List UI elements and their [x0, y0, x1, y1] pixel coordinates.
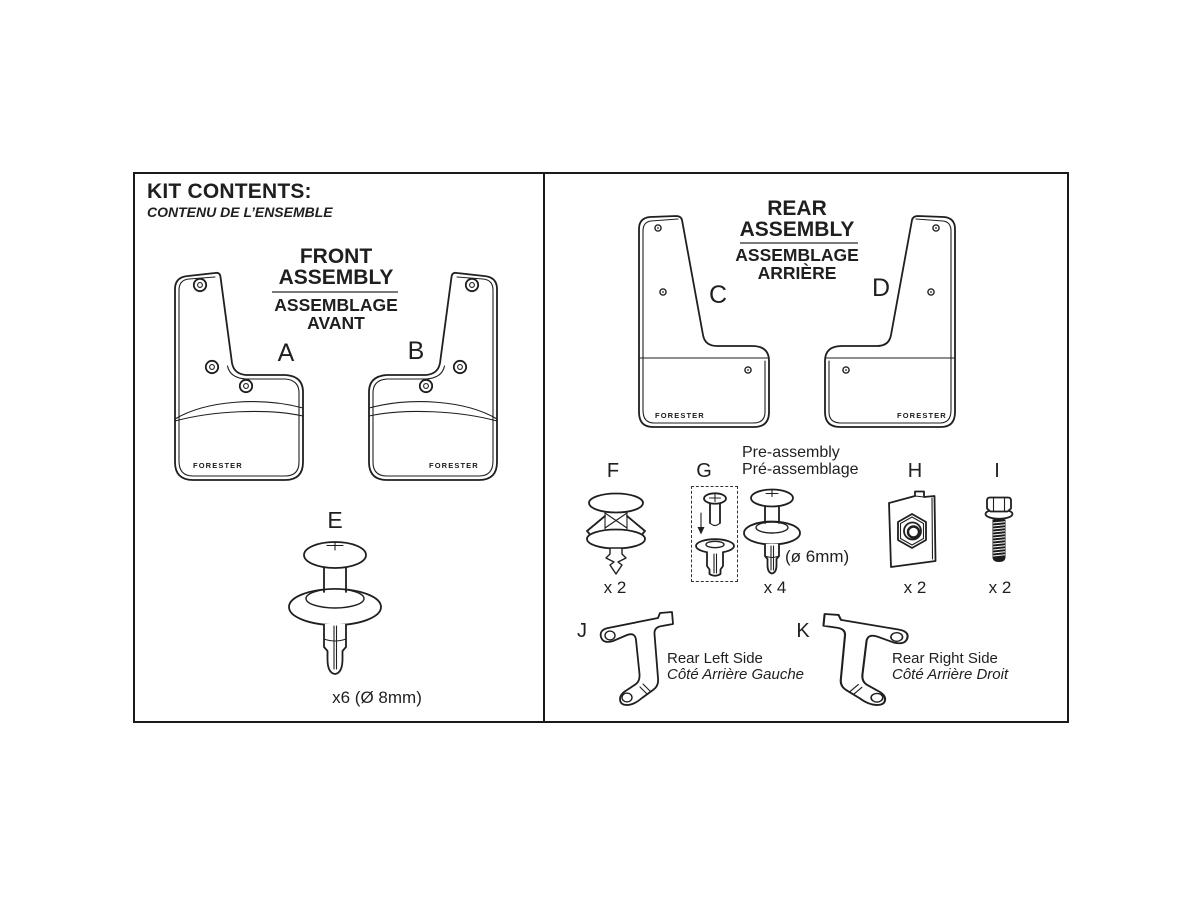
brand-logo: FORESTER — [429, 461, 479, 470]
content-frame — [133, 172, 1069, 723]
preassembly-note-fr: Pré-assemblage — [742, 461, 859, 478]
bracket-k — [822, 613, 909, 706]
rear-subtitle-line2: ARRIÈRE — [757, 263, 837, 283]
page-subtitle: CONTENU DE L’ENSEMBLE — [147, 204, 333, 220]
diameter-g: (ø 6mm) — [785, 547, 850, 566]
part-letter-h: H — [907, 460, 923, 482]
front-flap-b: FORESTER — [368, 271, 498, 481]
rear-flap-c: FORESTER — [638, 215, 770, 428]
part-letter-k: K — [796, 620, 810, 642]
rear-title-line1: REAR — [767, 197, 827, 220]
clip-e — [288, 541, 382, 675]
page-title: KIT CONTENTS: — [147, 180, 312, 203]
rear-title-rule — [740, 242, 858, 244]
brand-logo: FORESTER — [193, 461, 243, 470]
part-letter-g: G — [696, 460, 712, 482]
front-title-line1: FRONT — [299, 245, 373, 268]
brand-logo: FORESTER — [655, 411, 705, 420]
bracket-j-side-en: Rear Left Side — [667, 650, 763, 667]
brand-logo: FORESTER — [897, 411, 947, 420]
qty-h: x 2 — [903, 578, 927, 597]
bracket-j — [599, 611, 674, 706]
panel-divider — [543, 172, 545, 723]
qty-i: x 2 — [988, 578, 1012, 597]
clip-f — [586, 492, 646, 575]
rear-title-line2: ASSEMBLY — [739, 218, 855, 241]
rear-subtitle-line1: ASSEMBLAGE — [735, 245, 859, 265]
qty-e: x6 (Ø 8mm) — [332, 688, 422, 707]
rear-flap-d: FORESTER — [824, 215, 956, 428]
part-letter-i: I — [994, 460, 1000, 482]
part-letter-b: B — [407, 337, 425, 365]
part-letter-j: J — [577, 620, 587, 642]
bracket-k-side-en: Rear Right Side — [892, 650, 998, 667]
part-letter-d: D — [871, 274, 891, 302]
bolt-i — [984, 496, 1014, 563]
front-flap-a: FORESTER — [174, 271, 304, 481]
front-subtitle-line1: ASSEMBLAGE — [274, 295, 398, 315]
preassembly-note-en: Pre-assembly — [742, 444, 840, 461]
preassembly-box — [691, 486, 738, 582]
front-subtitle-line2: AVANT — [307, 313, 365, 333]
part-letter-f: F — [606, 460, 620, 482]
part-letter-e: E — [327, 507, 343, 533]
bracket-k-side-fr: Côté Arrière Droit — [892, 666, 1009, 683]
qty-g: x 4 — [763, 578, 787, 597]
front-title-rule — [272, 291, 398, 293]
front-title-line2: ASSEMBLY — [278, 266, 394, 289]
part-letter-a: A — [277, 339, 295, 367]
qty-f: x 2 — [603, 578, 627, 597]
clip-g-preassembled — [743, 488, 801, 575]
part-letter-c: C — [708, 281, 728, 309]
bracket-j-side-fr: Côté Arrière Gauche — [667, 666, 805, 683]
grommet-g — [695, 492, 735, 577]
nut-h — [888, 490, 937, 568]
